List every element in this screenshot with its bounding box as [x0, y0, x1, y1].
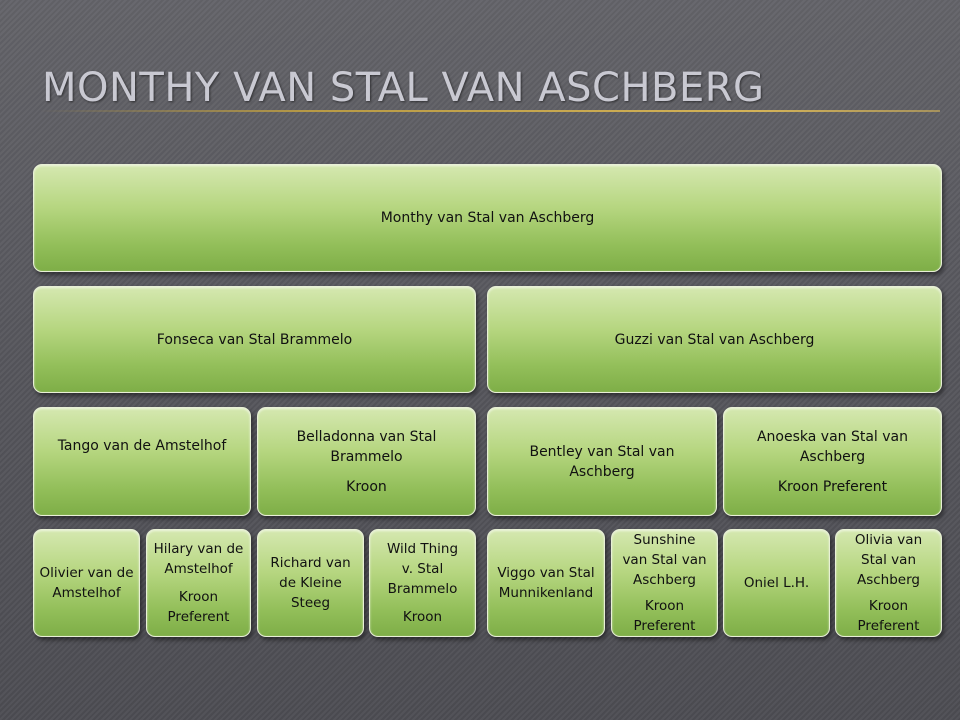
- node-name: Olivia van Stal van Aschberg: [854, 532, 923, 588]
- node-ggp-7[interactable]: Oniel L.H.: [723, 529, 830, 637]
- node-gp-3[interactable]: Bentley van Stal van Aschberg: [487, 407, 717, 516]
- node-root[interactable]: Monthy van Stal van Aschberg: [33, 164, 942, 272]
- node-title: Kroon Preferent: [167, 589, 230, 625]
- node-ggp-2[interactable]: Hilary van de Amstelhof Kroon Preferent: [146, 529, 251, 637]
- slide-title-area: MONTHY VAN STAL VAN ASCHBERG: [42, 62, 942, 114]
- node-title: Kroon: [402, 609, 443, 625]
- node-name: Richard van de Kleine Steeg: [270, 555, 351, 611]
- node-ggp-5[interactable]: Viggo van Stal Munnikenland: [487, 529, 605, 637]
- node-title: Kroon: [346, 478, 387, 495]
- node-ggp-1[interactable]: Olivier van de Amstelhof: [33, 529, 140, 637]
- slide-title: MONTHY VAN STAL VAN ASCHBERG: [42, 65, 765, 111]
- node-name: Oniel L.H.: [743, 575, 810, 591]
- node-sire[interactable]: Fonseca van Stal Brammelo: [33, 286, 476, 393]
- node-name: Viggo van Stal Munnikenland: [497, 565, 595, 601]
- node-name: Belladonna van Stal Brammelo: [296, 428, 437, 465]
- node-dam[interactable]: Guzzi van Stal van Aschberg: [487, 286, 942, 393]
- node-name: Olivier van de Amstelhof: [39, 565, 134, 601]
- node-name: Sunshine van Stal van Aschberg: [622, 532, 707, 588]
- node-name: Monthy van Stal van Aschberg: [380, 210, 595, 226]
- node-name: Anoeska van Stal van Aschberg: [756, 428, 909, 465]
- node-ggp-8[interactable]: Olivia van Stal van Aschberg Kroon Prefe…: [835, 529, 942, 637]
- node-name: Bentley van Stal van Aschberg: [529, 443, 675, 480]
- node-title: Kroon Preferent: [857, 598, 920, 634]
- node-gp-4[interactable]: Anoeska van Stal van Aschberg Kroon Pref…: [723, 407, 942, 516]
- node-name: Hilary van de Amstelhof: [153, 541, 244, 577]
- node-title: Kroon Preferent: [777, 478, 888, 495]
- node-ggp-4[interactable]: Wild Thing v. Stal Brammelo Kroon: [369, 529, 476, 637]
- node-title: Kroon Preferent: [633, 598, 696, 634]
- node-ggp-6[interactable]: Sunshine van Stal van Aschberg Kroon Pre…: [611, 529, 718, 637]
- node-name: Wild Thing v. Stal Brammelo: [386, 541, 459, 597]
- node-ggp-3[interactable]: Richard van de Kleine Steeg: [257, 529, 364, 637]
- node-gp-1[interactable]: Tango van de Amstelhof: [33, 407, 251, 516]
- node-gp-2[interactable]: Belladonna van Stal Brammelo Kroon: [257, 407, 476, 516]
- node-name: Tango van de Amstelhof: [57, 438, 227, 454]
- title-underline: [40, 110, 940, 112]
- node-name: Fonseca van Stal Brammelo: [156, 331, 353, 348]
- node-name: Guzzi van Stal van Aschberg: [614, 331, 815, 348]
